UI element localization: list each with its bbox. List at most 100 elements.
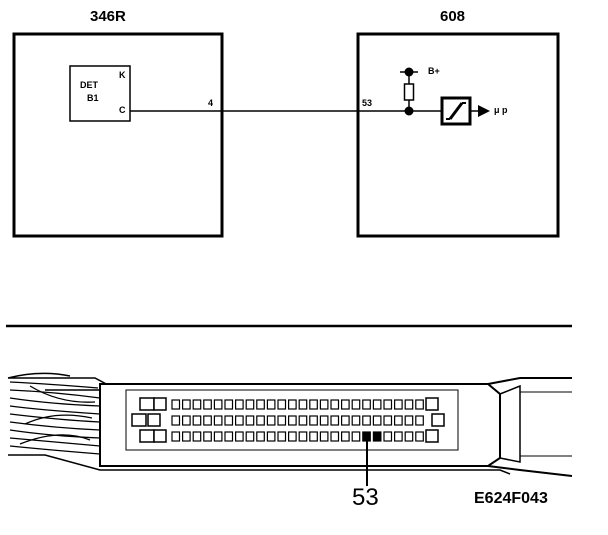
connector-pin (235, 415, 244, 426)
connector-pin-53-callout: 53 (352, 484, 379, 511)
wire-pin-4-label: 4 (208, 98, 214, 108)
connector-pin (341, 415, 350, 426)
module-box-608 (356, 32, 560, 238)
connector-pin (351, 399, 361, 410)
connector-pin (203, 399, 212, 410)
latch-block (431, 413, 445, 427)
connector-pin (213, 431, 223, 442)
connector-pin (203, 431, 212, 442)
connector-pin (277, 415, 287, 426)
connector-outline-bottom (8, 454, 511, 475)
det-label: DET (80, 80, 98, 90)
connector-pin (288, 431, 297, 442)
connector-pin (256, 415, 265, 426)
module-346r-title: 346R (90, 8, 126, 25)
connector-pin (351, 415, 361, 426)
latch-block (153, 429, 167, 443)
connector-pin (203, 415, 212, 426)
connector-pin (330, 415, 340, 426)
b1-label: B1 (87, 93, 99, 103)
connector-pin (224, 399, 234, 410)
connector-pin (341, 399, 350, 410)
latch-block (139, 397, 155, 411)
connector-rail-inner-top (499, 384, 521, 463)
connector-pin (182, 415, 191, 426)
connector-pin (182, 399, 191, 410)
connector-pin (245, 399, 255, 410)
connector-pin (372, 399, 382, 410)
connector-pin (245, 431, 255, 442)
connector-pin (266, 431, 276, 442)
connector-illustration (7, 372, 573, 486)
connector-pin (277, 399, 287, 410)
connector-pin (256, 431, 265, 442)
connector-pin (256, 399, 265, 410)
connector-pin (235, 431, 244, 442)
connector-pin-53 (372, 431, 382, 442)
connector-pin (298, 399, 308, 410)
connector-pin (288, 399, 297, 410)
connector-pin (235, 399, 244, 410)
connector-pin (171, 431, 181, 442)
connector-pin (415, 431, 424, 442)
connector-pin (213, 415, 223, 426)
wire-bundle (9, 381, 101, 455)
connector-pin (288, 415, 297, 426)
connector-pin (394, 399, 403, 410)
connector-pin (383, 399, 393, 410)
connector-pin (182, 431, 191, 442)
connector-pin (192, 415, 202, 426)
connector-pin (319, 399, 329, 410)
connector-pin (330, 431, 340, 442)
connector-pin (298, 415, 308, 426)
connector-pin (404, 431, 414, 442)
det-b1-component (69, 65, 131, 122)
connector-pin (171, 415, 181, 426)
connector-pin (277, 431, 287, 442)
connector-pin-53 (362, 431, 371, 442)
connector-pin (309, 415, 318, 426)
connector-rail-hatch (520, 391, 572, 457)
connector-pin (341, 431, 350, 442)
connector-pin (213, 399, 223, 410)
connector-pin (192, 431, 202, 442)
connector-pin (383, 431, 393, 442)
connector-pin (362, 399, 371, 410)
connector-pin (309, 431, 318, 442)
connector-rail-bottom (487, 465, 573, 477)
pullup-resistor (403, 83, 415, 101)
connector-pin (309, 399, 318, 410)
latch-block (131, 413, 147, 427)
wire-pin-53-label: 53 (362, 98, 373, 108)
connector-pin (224, 415, 234, 426)
connector-pin-grid (171, 399, 424, 442)
connector-pin (319, 431, 329, 442)
latch-block (425, 397, 439, 411)
output-arrow-icon (478, 105, 490, 117)
reference-code: E624F043 (474, 490, 548, 507)
connector-pin (266, 399, 276, 410)
connector-pin (404, 399, 414, 410)
connector-pin (404, 415, 414, 426)
pin-k-label: K (119, 70, 126, 80)
connector-pin (171, 399, 181, 410)
connector-pin (394, 415, 403, 426)
pin-c-label: C (119, 105, 126, 115)
processor-symbol-slash (448, 102, 464, 120)
connector-pin (224, 431, 234, 442)
connector-pin (415, 399, 424, 410)
connector-pin-frame (125, 389, 459, 451)
latch-block (139, 429, 155, 443)
microprocessor-output-label: μ p (494, 105, 508, 115)
connector-rail-top (487, 377, 572, 385)
connector-pin (319, 415, 329, 426)
connector-pin (415, 415, 424, 426)
connector-pin (362, 415, 371, 426)
connector-pin (245, 415, 255, 426)
connector-pin (330, 399, 340, 410)
connector-pin (351, 431, 361, 442)
latch-block (153, 397, 167, 411)
latch-block (147, 413, 161, 427)
